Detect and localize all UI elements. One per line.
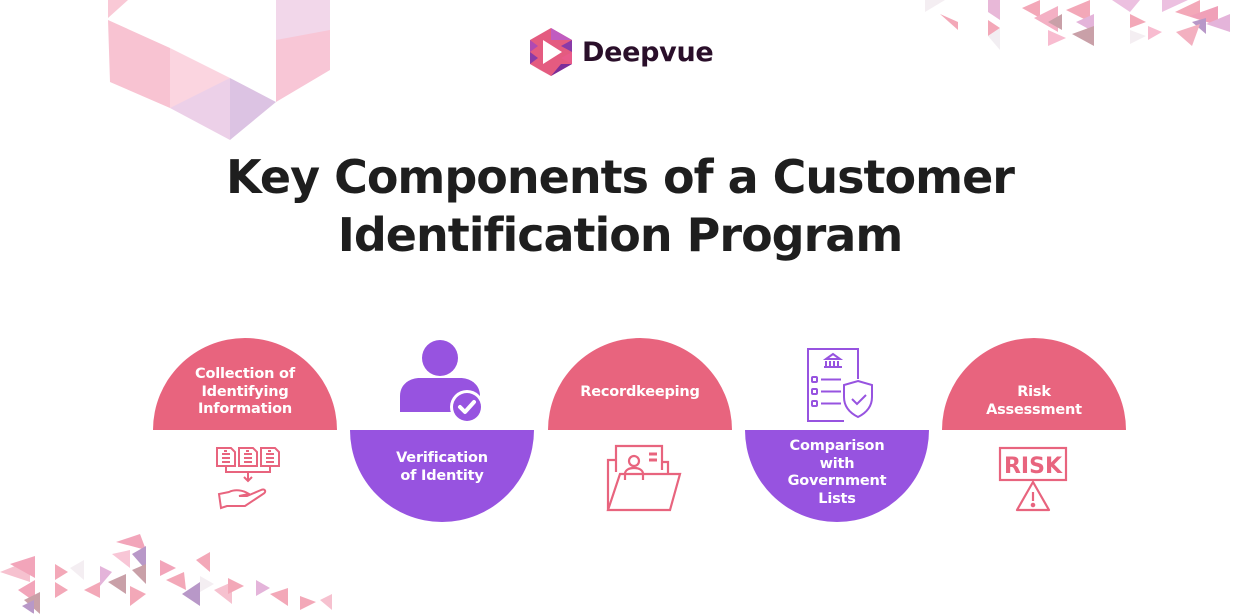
title-line-1: Key Components of a Customer xyxy=(226,150,1015,204)
svg-text:RISK: RISK xyxy=(1004,454,1063,479)
hexagon-play-logo-icon xyxy=(530,28,572,76)
component-risk-label: Risk Assessment xyxy=(986,384,1082,418)
component-comparison-label: Comparison with Government Lists xyxy=(787,438,887,507)
decorative-hexagon-pattern xyxy=(105,0,330,140)
title-line-2: Identification Program xyxy=(337,208,904,262)
decorative-triangles-top-right xyxy=(925,0,1230,50)
brand-name: Deepvue xyxy=(582,36,714,68)
brand-logo: Deepvue xyxy=(528,26,714,78)
folder-profile-icon xyxy=(606,444,682,512)
risk-warning-sign-icon: RISK xyxy=(998,446,1068,512)
component-verification-label: Verification of Identity xyxy=(396,450,488,484)
page-title: Key Components of a Customer Identificat… xyxy=(0,148,1240,264)
user-check-icon xyxy=(400,340,484,424)
component-recordkeeping-label: Recordkeeping xyxy=(580,384,700,400)
component-recordkeeping-shape: Recordkeeping xyxy=(548,338,732,430)
decorative-triangles-bottom-left xyxy=(0,534,332,614)
component-collection-label: Collection of Identifying Information xyxy=(195,366,295,417)
component-comparison-shape: Comparison with Government Lists xyxy=(745,430,929,522)
component-risk-shape: Risk Assessment xyxy=(942,338,1126,430)
documents-to-hand-icon xyxy=(216,447,280,510)
component-collection-shape: Collection of Identifying Information xyxy=(153,338,337,430)
government-checklist-shield-icon xyxy=(807,348,873,422)
component-verification-shape: Verification of Identity xyxy=(350,430,534,522)
